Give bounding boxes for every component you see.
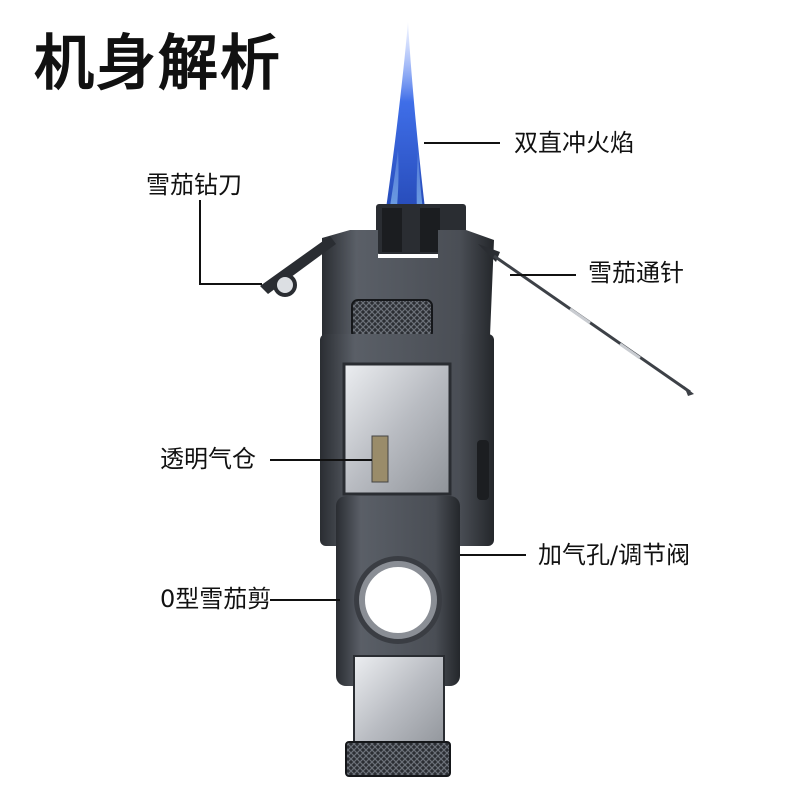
cigar-needle xyxy=(478,244,694,396)
label-dual-jet-flame: 双直冲火焰 xyxy=(514,129,634,157)
label-transparent-gas-tank: 透明气仓 xyxy=(160,445,256,473)
label-cigar-needle: 雪茄通针 xyxy=(588,259,684,287)
label-o-type-cutter: 0型雪茄剪 xyxy=(160,585,272,613)
page-title: 机身解析 xyxy=(34,29,282,99)
o-type-cigar-cutter xyxy=(336,496,460,777)
leader-lines xyxy=(199,142,576,601)
label-refill-valve: 加气孔/调节阀 xyxy=(538,541,691,569)
label-cigar-punch: 雪茄钻刀 xyxy=(146,171,242,199)
leader-punch xyxy=(199,200,262,285)
cigar-punch-arm xyxy=(260,236,336,297)
lighter-body-upper xyxy=(322,230,494,339)
lighter-body-frame xyxy=(320,334,494,546)
